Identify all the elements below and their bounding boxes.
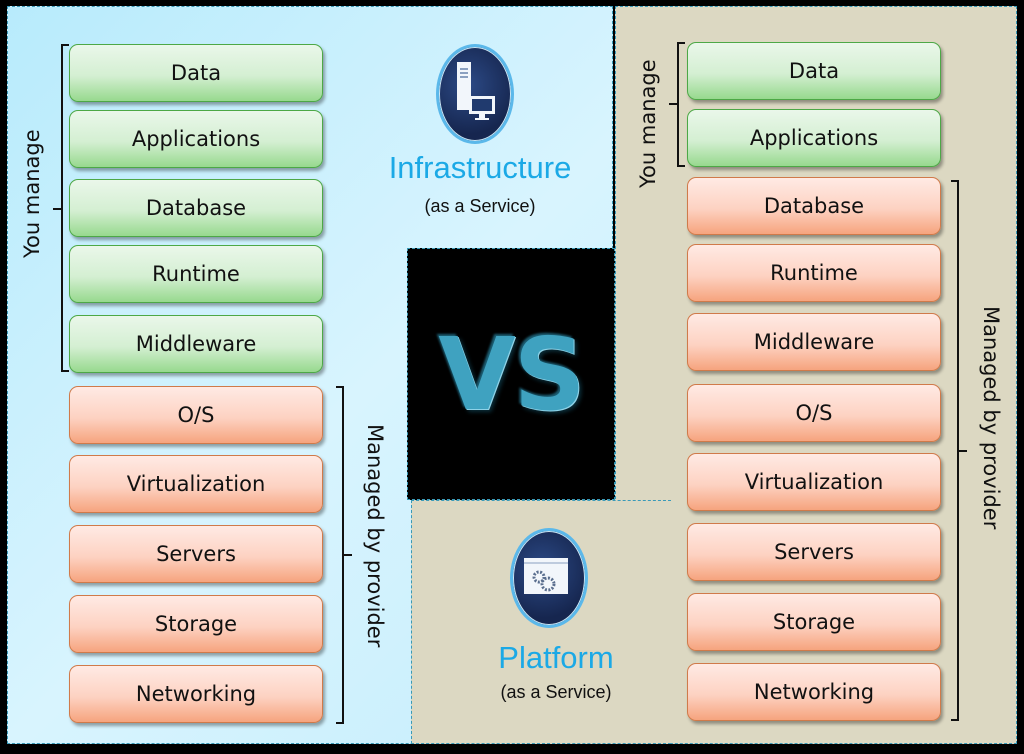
app-window-gears-icon <box>510 528 588 628</box>
iaas-layer: Servers <box>69 525 323 583</box>
paas-layer: Runtime <box>687 244 941 302</box>
bracket-tick <box>344 554 352 556</box>
vs-label: VS <box>438 315 585 433</box>
paas-layer: Networking <box>687 663 941 721</box>
iaas-layer: Networking <box>69 665 323 723</box>
iaas-title: Infrastructure <box>388 150 572 185</box>
server-monitor-icon <box>436 44 514 144</box>
bracket-tick <box>669 103 677 105</box>
paas-layer: Servers <box>687 523 941 581</box>
iaas-layer: Applications <box>69 110 323 168</box>
paas-subtitle: (as a Service) <box>500 682 612 702</box>
iaas-you-manage-label: You manage <box>20 129 44 258</box>
paas-layer: Data <box>687 42 941 100</box>
iaas-layer: Storage <box>69 595 323 653</box>
paas-you-manage-label: You manage <box>636 59 660 188</box>
paas-layer: O/S <box>687 384 941 442</box>
vs-area <box>407 248 615 500</box>
paas-layer: Applications <box>687 109 941 167</box>
iaas-layer: Runtime <box>69 245 323 303</box>
paas-layer: Database <box>687 177 941 235</box>
paas-provider-label: Managed by provider <box>979 306 1003 530</box>
paas-provider-bracket <box>951 180 959 721</box>
paas-layer: Middleware <box>687 313 941 371</box>
iaas-layer: Middleware <box>69 315 323 373</box>
iaas-provider-label: Managed by provider <box>363 424 387 648</box>
paas-title: Platform <box>498 640 614 675</box>
iaas-layer: Data <box>69 44 323 102</box>
bracket-tick <box>959 450 967 452</box>
paas-layer: Storage <box>687 593 941 651</box>
iaas-layer: Database <box>69 179 323 237</box>
iaas-provider-bracket <box>336 386 344 724</box>
paas-you-manage-bracket <box>677 42 685 167</box>
bracket-tick <box>53 208 61 210</box>
iaas-you-manage-bracket <box>61 44 69 372</box>
iaas-subtitle: (as a Service) <box>424 196 536 216</box>
iaas-layer: O/S <box>69 386 323 444</box>
paas-layer: Virtualization <box>687 453 941 511</box>
iaas-layer: Virtualization <box>69 455 323 513</box>
